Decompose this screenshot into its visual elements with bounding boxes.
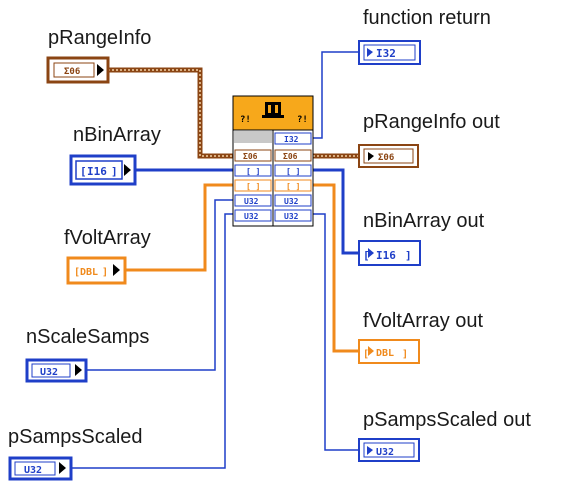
svg-text:[: [: [363, 249, 370, 262]
terminal-fvoltarray[interactable]: [ DBL ]: [66, 256, 127, 285]
terminal-fvoltarray-out[interactable]: [ DBL ]: [358, 339, 420, 364]
terminal-nscalesamps[interactable]: U32: [25, 358, 88, 383]
label-nbinarray-out: nBinArray out: [363, 210, 485, 232]
svg-text:[ ]: [ ]: [246, 167, 260, 176]
wire-nscalesamps[interactable]: [86, 199, 233, 371]
svg-text:U32: U32: [244, 197, 259, 206]
label-nbinarray: nBinArray: [73, 124, 161, 146]
library-icon: [262, 102, 284, 118]
svg-text:U32: U32: [284, 212, 299, 221]
svg-text:U32: U32: [244, 212, 259, 221]
wire-fvoltarray-out[interactable]: [313, 183, 358, 353]
svg-text:[ ]: [ ]: [286, 182, 300, 191]
terminal-psampsscaled-out[interactable]: U32: [358, 438, 420, 462]
label-function-return: function return: [363, 7, 491, 29]
terminal-nscalesamps-type: U32: [40, 367, 58, 378]
wire-function-return[interactable]: [313, 51, 358, 139]
svg-text:[ ]: [ ]: [286, 167, 300, 176]
label-prangeinfo: pRangeInfo: [48, 27, 152, 49]
terminal-function-return[interactable]: I32: [358, 40, 421, 65]
label-psampsscaled: pSampsScaled: [8, 426, 143, 448]
svg-text:?!: ?!: [297, 115, 308, 125]
terminal-nbinarray[interactable]: [ I16 ]: [69, 154, 137, 186]
svg-text:]: ]: [405, 249, 412, 262]
svg-text:U32: U32: [284, 197, 299, 206]
terminal-prangeinfo-type: Σ06: [64, 67, 80, 77]
wire-psampsscaled-out[interactable]: [313, 213, 358, 451]
terminal-prangeinfo[interactable]: Σ06: [46, 56, 110, 84]
svg-text:]: ]: [111, 165, 118, 178]
label-nscalesamps: nScaleSamps: [26, 326, 150, 348]
terminal-nbinarray-out[interactable]: [ I16 ]: [358, 240, 421, 266]
svg-text:[: [: [363, 349, 369, 360]
terminal-psampsscaled-type: U32: [24, 465, 42, 476]
svg-text:]: ]: [102, 267, 108, 278]
svg-text:[: [: [74, 267, 80, 278]
svg-text:I32: I32: [284, 135, 299, 144]
call-library-node[interactable]: ?! ?! Σ06 [ ] [ ] U32 U32 I32: [232, 95, 314, 227]
label-fvoltarray: fVoltArray: [64, 227, 151, 249]
label-fvoltarray-out: fVoltArray out: [363, 310, 484, 332]
node-right-rows: I32 Σ06 [ ] [ ] U32 U32: [274, 132, 312, 222]
terminal-prangeinfo-out-type: Σ06: [378, 153, 394, 163]
wire-fvoltarray[interactable]: [125, 183, 233, 272]
svg-text:?!: ?!: [240, 115, 251, 125]
terminal-nbinarray-out-type: I16: [376, 249, 396, 262]
label-prangeinfo-out: pRangeInfo out: [363, 111, 500, 133]
terminal-prangeinfo-out[interactable]: Σ06: [358, 144, 419, 168]
terminal-psampsscaled-out-type: U32: [376, 447, 394, 458]
node-left-rows: Σ06 [ ] [ ] U32 U32: [234, 149, 272, 222]
svg-text:[: [: [80, 165, 87, 178]
svg-text:Σ06: Σ06: [243, 152, 258, 161]
wire-psampsscaled[interactable]: [71, 213, 233, 469]
terminal-fvoltarray-out-type: DBL: [376, 348, 394, 359]
wire-prangeinfo[interactable]: [108, 67, 233, 159]
terminal-nbinarray-type: I16: [87, 165, 107, 178]
svg-text:Σ06: Σ06: [283, 152, 298, 161]
terminal-function-return-type: I32: [376, 47, 396, 60]
wire-nbinarray-out[interactable]: [313, 168, 358, 255]
svg-text:]: ]: [402, 349, 408, 360]
label-psampsscaled-out: pSampsScaled out: [363, 409, 531, 431]
svg-text:[ ]: [ ]: [246, 182, 260, 191]
terminal-fvoltarray-type: DBL: [80, 267, 98, 278]
terminal-psampsscaled[interactable]: U32: [8, 456, 73, 481]
